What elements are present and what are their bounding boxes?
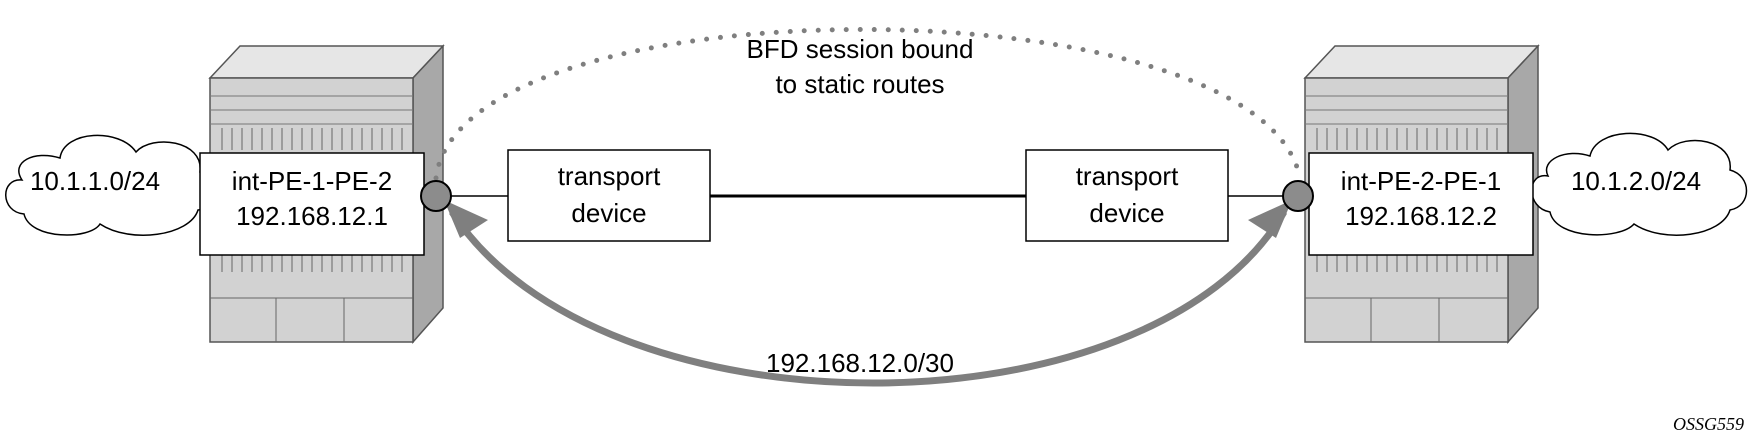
left-router-name: int-PE-1-PE-2: [232, 166, 392, 196]
right-transport-line-1: transport: [1076, 161, 1179, 191]
left-network-label: 10.1.1.0/24: [30, 166, 160, 196]
left-transport-line-1: transport: [558, 161, 661, 191]
left-interface-dot: [420, 180, 452, 212]
bfd-session-arc: [433, 27, 1303, 181]
static-route-arrowhead-right: [1248, 200, 1292, 238]
left-network-cloud: 10.1.1.0/24: [5, 134, 220, 236]
left-router-label-box: int-PE-1-PE-2 192.168.12.1: [199, 152, 425, 256]
left-transport-line-2: device: [571, 198, 646, 228]
figure-id: OSSG559: [1673, 414, 1744, 434]
static-route-arc: [449, 210, 1288, 387]
right-router-name: int-PE-2-PE-1: [1341, 166, 1501, 196]
right-network-label: 10.1.2.0/24: [1571, 166, 1701, 196]
right-transport-device: transport device: [1025, 149, 1229, 242]
link-subnet-label: 192.168.12.0/30: [766, 348, 954, 378]
left-transport-device: transport device: [507, 149, 711, 242]
bfd-label-line-2: to static routes: [775, 69, 944, 99]
left-router-ip: 192.168.12.1: [236, 201, 388, 231]
static-route-arrowhead-left: [444, 200, 488, 238]
right-router-ip: 192.168.12.2: [1345, 201, 1497, 231]
right-network-cloud: 10.1.2.0/24: [1531, 132, 1748, 236]
right-router-label-box: int-PE-2-PE-1 192.168.12.2: [1308, 152, 1534, 256]
right-interface-dot: [1282, 180, 1314, 212]
right-transport-line-2: device: [1089, 198, 1164, 228]
bfd-label-line-1: BFD session bound: [747, 34, 974, 64]
